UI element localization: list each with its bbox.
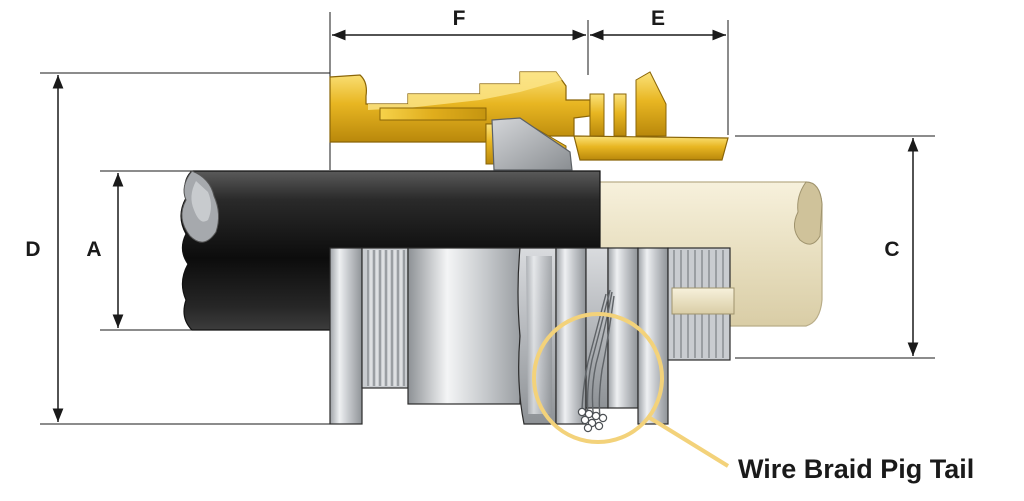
outer-cable-cut-highlight — [191, 181, 211, 222]
gland-body — [329, 247, 735, 425]
outer-nut — [607, 247, 639, 409]
dimension-label-e: E — [651, 7, 665, 30]
dimension-label-c: C — [884, 238, 899, 261]
dimension-label-f: F — [453, 7, 466, 30]
dimension-label-a: A — [86, 238, 101, 261]
entry-flange — [329, 247, 363, 425]
inner-cable-cut-end — [794, 181, 823, 245]
dimension-lines — [40, 12, 935, 425]
inner-cable-passage — [671, 287, 735, 315]
main-body — [407, 247, 521, 405]
outer-nut-hex — [637, 247, 669, 425]
clamping-ring — [555, 247, 587, 425]
callout-label: Wire Braid Pig Tail — [738, 454, 974, 484]
brass-upper-section — [329, 71, 729, 165]
callout-leader-line — [648, 416, 730, 468]
dimension-label-d: D — [25, 238, 40, 261]
armour-cone — [491, 117, 573, 171]
pig-tail-highlight-ring — [532, 312, 664, 444]
entry-thread — [361, 247, 409, 389]
